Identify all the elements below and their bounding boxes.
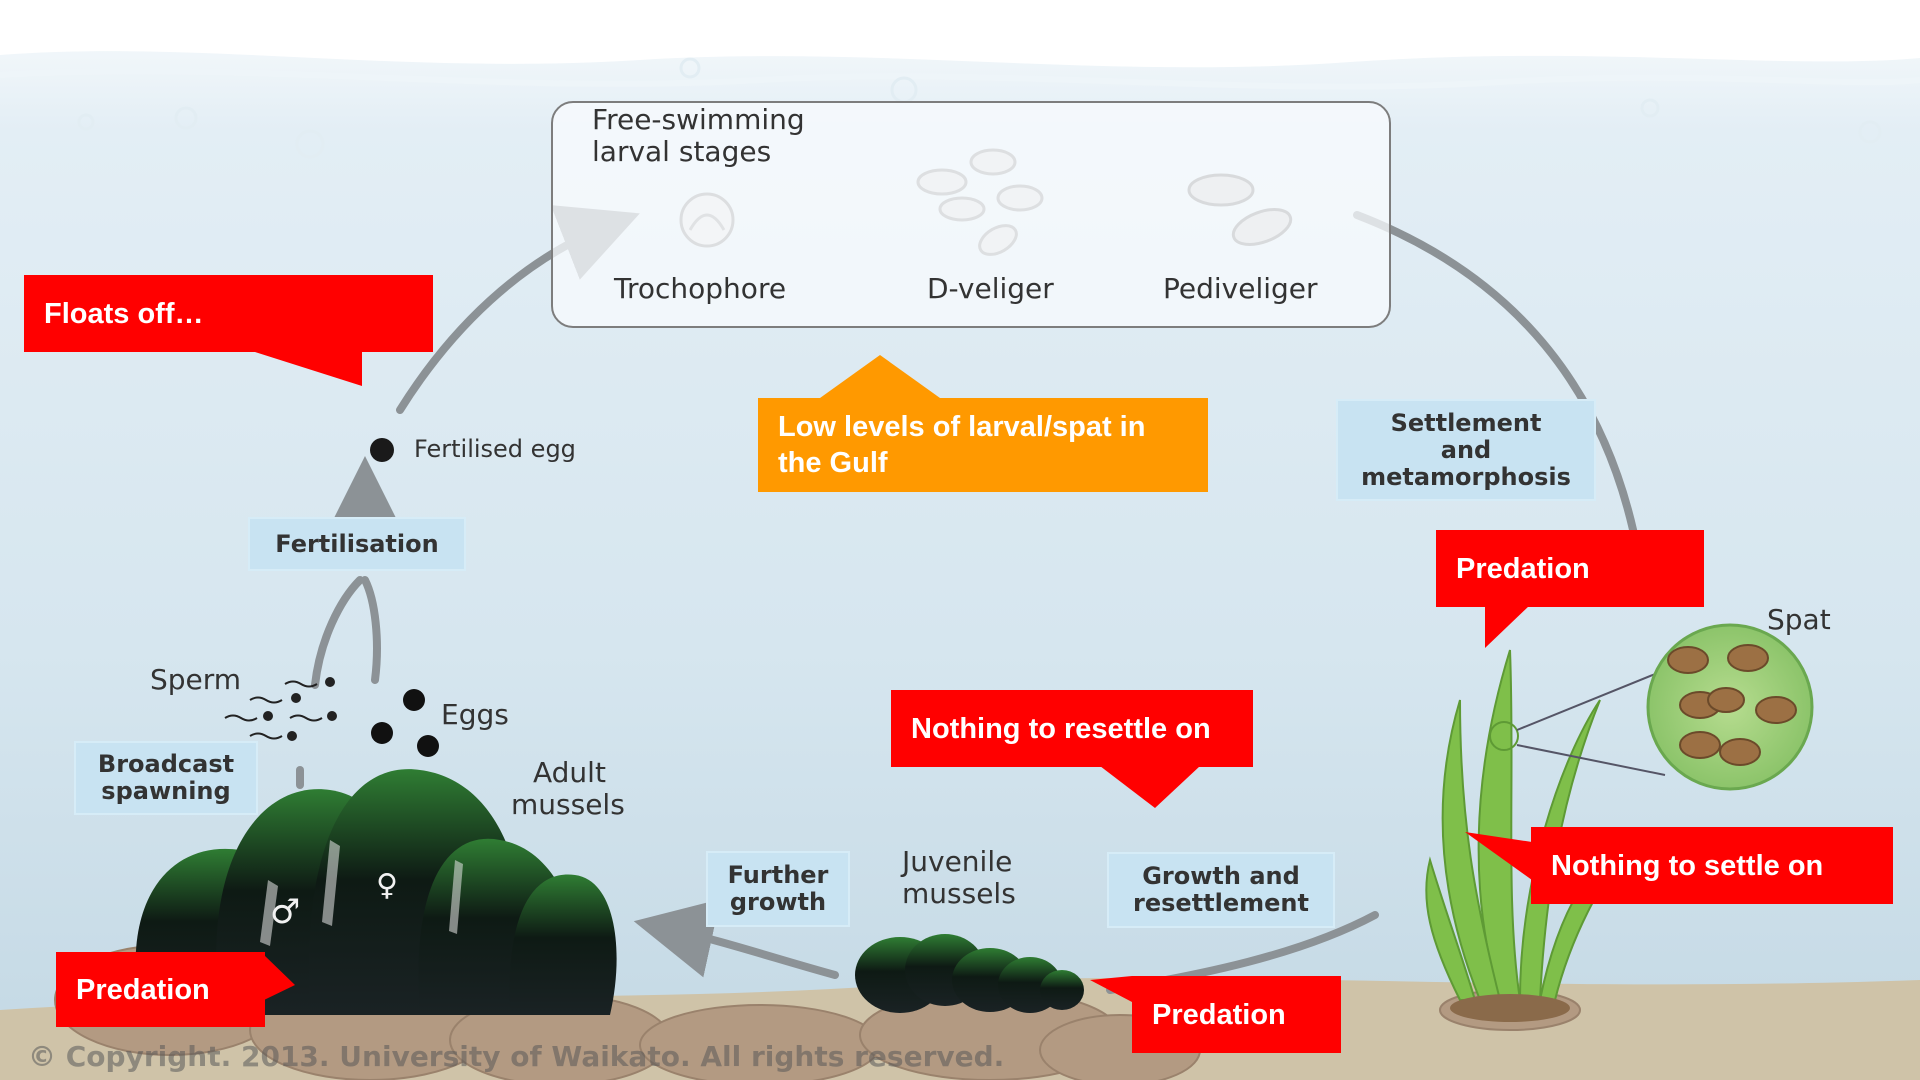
settlement-box: Settlement and metamorphosis: [1338, 401, 1594, 499]
seagrass-base: [1450, 994, 1570, 1022]
male-symbol: ♂: [270, 892, 301, 932]
broadcast-spawning-text-line1: Broadcast: [97, 750, 235, 778]
spat-zoom-origin: [1489, 721, 1519, 751]
water-surface: [0, 0, 1920, 68]
settlement-text-line3: metamorphosis: [1361, 462, 1571, 491]
spat-label: Spat: [1767, 603, 1831, 636]
juvenile-mussels-label-line1: Juvenile: [902, 845, 1013, 878]
further-growth-text-line1: Further: [727, 861, 829, 889]
predation-adult-callout: Predation: [56, 952, 265, 1027]
surface-wave: [0, 68, 1920, 90]
low-levels-text-line2: the Gulf: [778, 447, 888, 479]
settlement-text-line2: and: [1440, 435, 1492, 464]
stage-pediveliger-label: Pediveliger: [1163, 272, 1318, 305]
nothing-to-settle-callout: Nothing to settle on: [1531, 827, 1893, 904]
fertilisation-text: Fertilisation: [275, 529, 439, 558]
adult-mussels-label-line2: mussels: [511, 788, 625, 821]
nothing-to-settle-text: Nothing to settle on: [1551, 849, 1824, 882]
juvenile-mussels-label-line2: mussels: [902, 877, 1016, 910]
stage-trochophore-label: Trochophore: [614, 272, 787, 305]
predation-spat-text: Predation: [1456, 552, 1590, 585]
growth-resettlement-box: Growth and resettlement: [1109, 854, 1333, 926]
sperm-label: Sperm: [150, 663, 242, 696]
copyright-notice: © Copyright. 2013. University of Waikato…: [28, 1040, 1005, 1073]
sperm-icons: [224, 677, 337, 741]
larval-stages-panel: [551, 101, 1391, 328]
predation-spat-callout: Predation: [1436, 530, 1704, 607]
zoom-line-top: [1516, 671, 1661, 731]
spat-individuals: [1667, 644, 1797, 766]
further-growth-text-line2: growth: [729, 888, 827, 916]
eggs-label: Eggs: [441, 698, 509, 731]
fertilisation-box: Fertilisation: [250, 519, 464, 569]
predation-adult-text: Predation: [76, 973, 210, 1006]
juvenile-mussels-cluster: [855, 934, 1084, 1013]
broadcast-spawning-text-line2: spawning: [101, 777, 231, 805]
floats-off-text: Floats off…: [44, 297, 204, 330]
settlement-text-line1: Settlement: [1390, 408, 1542, 437]
broadcast-spawning-box: Broadcast spawning: [76, 743, 256, 813]
bubbles: [77, 57, 1882, 159]
seagrass: [1425, 649, 1641, 1001]
fertilised-egg-label: Fertilised egg: [414, 435, 576, 463]
nothing-to-resettle-text: Nothing to resettle on: [911, 712, 1211, 745]
further-growth-box: Further growth: [708, 853, 848, 925]
growth-text-line1: Growth and: [1142, 862, 1300, 890]
predation-juvenile-text: Predation: [1152, 998, 1286, 1031]
floats-off-callout: Floats off…: [24, 275, 433, 352]
fertilised-egg-dot: [370, 438, 394, 462]
low-levels-text-line1: Low levels of larval/spat in: [778, 411, 1146, 443]
female-symbol: ♀: [376, 868, 398, 903]
predation-juvenile-callout: Predation: [1132, 976, 1341, 1053]
larval-title-line2: larval stages: [592, 135, 772, 168]
nothing-to-resettle-callout: Nothing to resettle on: [891, 690, 1253, 767]
eggs-dots: [371, 689, 439, 757]
growth-text-line2: resettlement: [1133, 889, 1309, 917]
zoom-line-bottom: [1516, 744, 1666, 776]
low-levels-callout: Low levels of larval/spat in the Gulf: [758, 398, 1208, 492]
adult-mussels-label-line1: Adult: [533, 756, 606, 789]
larval-title-line1: Free-swimming: [592, 103, 805, 136]
stage-dveliger-label: D-veliger: [927, 272, 1054, 305]
